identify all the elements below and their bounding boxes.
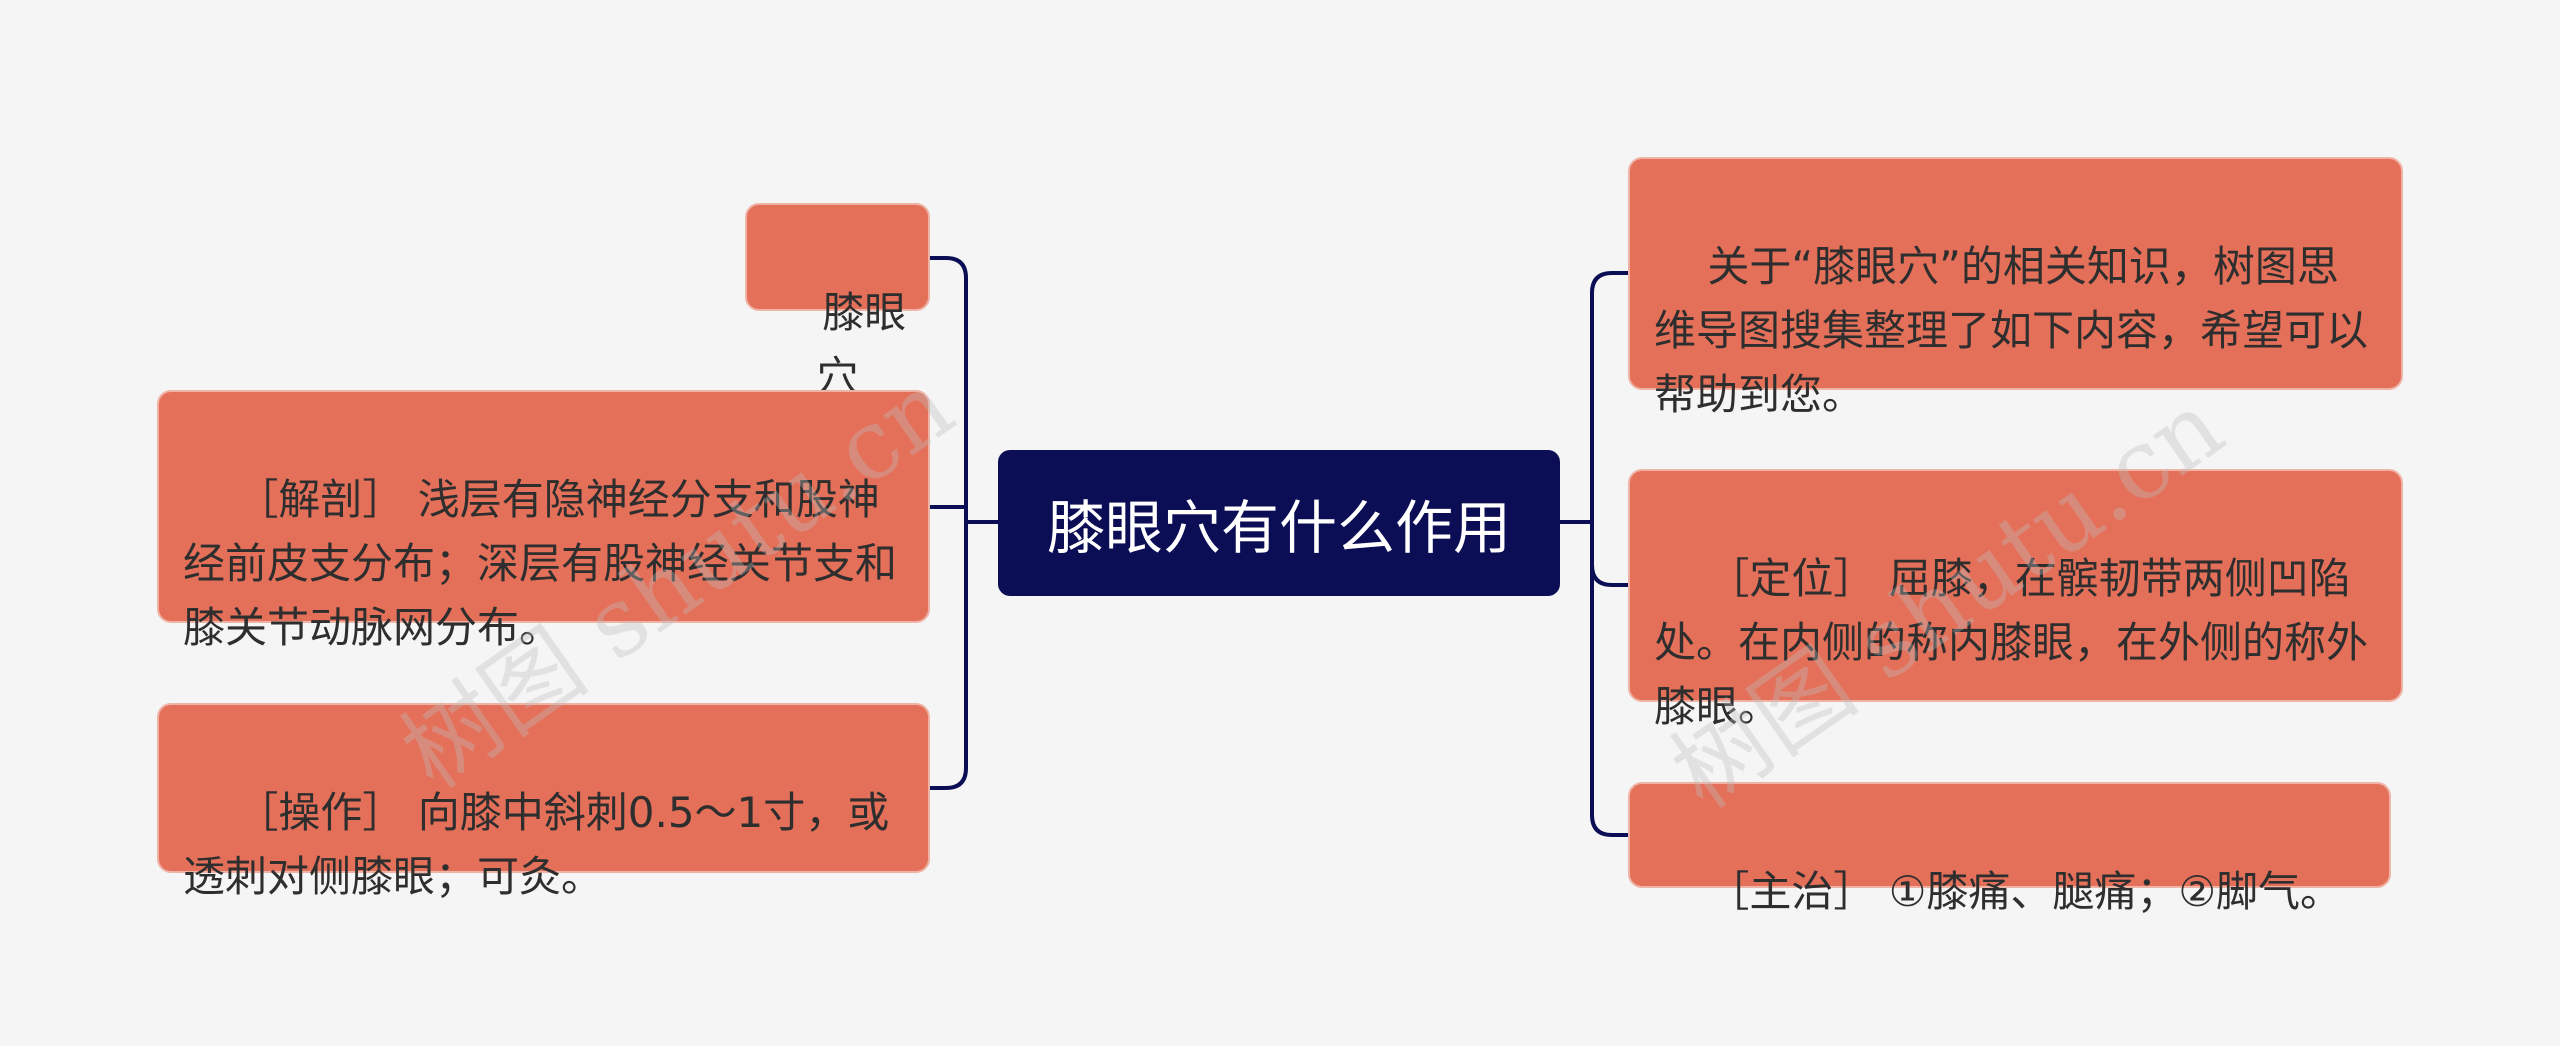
connector-left-node-3 bbox=[928, 520, 968, 790]
left-node-2[interactable]: ［解剖］ 浅层有隐神经分支和股神经前皮支分布；深层有股神经关节支和膝关节动脉网分… bbox=[157, 390, 930, 652]
left-node-3[interactable]: ［操作］ 向膝中斜刺0.5～1寸，或透刺对侧膝眼；可灸。 bbox=[157, 703, 930, 901]
right-node-1[interactable]: 关于“膝眼穴”的相关知识，树图思维导图搜集整理了如下内容，希望可以帮助到您。 bbox=[1628, 157, 2403, 419]
right-node-3[interactable]: ［主治］ ①膝痛、腿痛；②脚气。 bbox=[1628, 782, 2391, 916]
left-node-1[interactable]: 膝眼穴 bbox=[745, 203, 930, 401]
left-node-3-label: ［操作］ 向膝中斜刺0.5～1寸，或透刺对侧膝眼；可灸。 bbox=[183, 788, 890, 901]
central-topic-label: 膝眼穴有什么作用 bbox=[1046, 494, 1511, 562]
connector-right-node-1 bbox=[1590, 271, 1630, 524]
right-node-2[interactable]: ［定位］ 屈膝，在髌韧带两侧凹陷处。在内侧的称内膝眼，在外侧的称外膝眼。 bbox=[1628, 469, 2403, 731]
central-topic[interactable]: 膝眼穴有什么作用 bbox=[998, 450, 1560, 596]
connector-left-node-1 bbox=[928, 256, 968, 524]
right-node-3-label: ［主治］ ①膝痛、腿痛；②脚气。 bbox=[1707, 867, 2343, 916]
left-node-2-label: ［解剖］ 浅层有隐神经分支和股神经前皮支分布；深层有股神经关节支和膝关节动脉网分… bbox=[183, 475, 898, 652]
right-node-1-label: 关于“膝眼穴”的相关知识，树图思维导图搜集整理了如下内容，希望可以帮助到您。 bbox=[1654, 242, 2369, 419]
connector-right-node-3 bbox=[1590, 520, 1630, 837]
connector-left-node-2 bbox=[928, 505, 968, 524]
right-node-2-label: ［定位］ 屈膝，在髌韧带两侧凹陷处。在内侧的称内膝眼，在外侧的称外膝眼。 bbox=[1654, 554, 2369, 731]
connector-right-node-2 bbox=[1590, 520, 1630, 587]
